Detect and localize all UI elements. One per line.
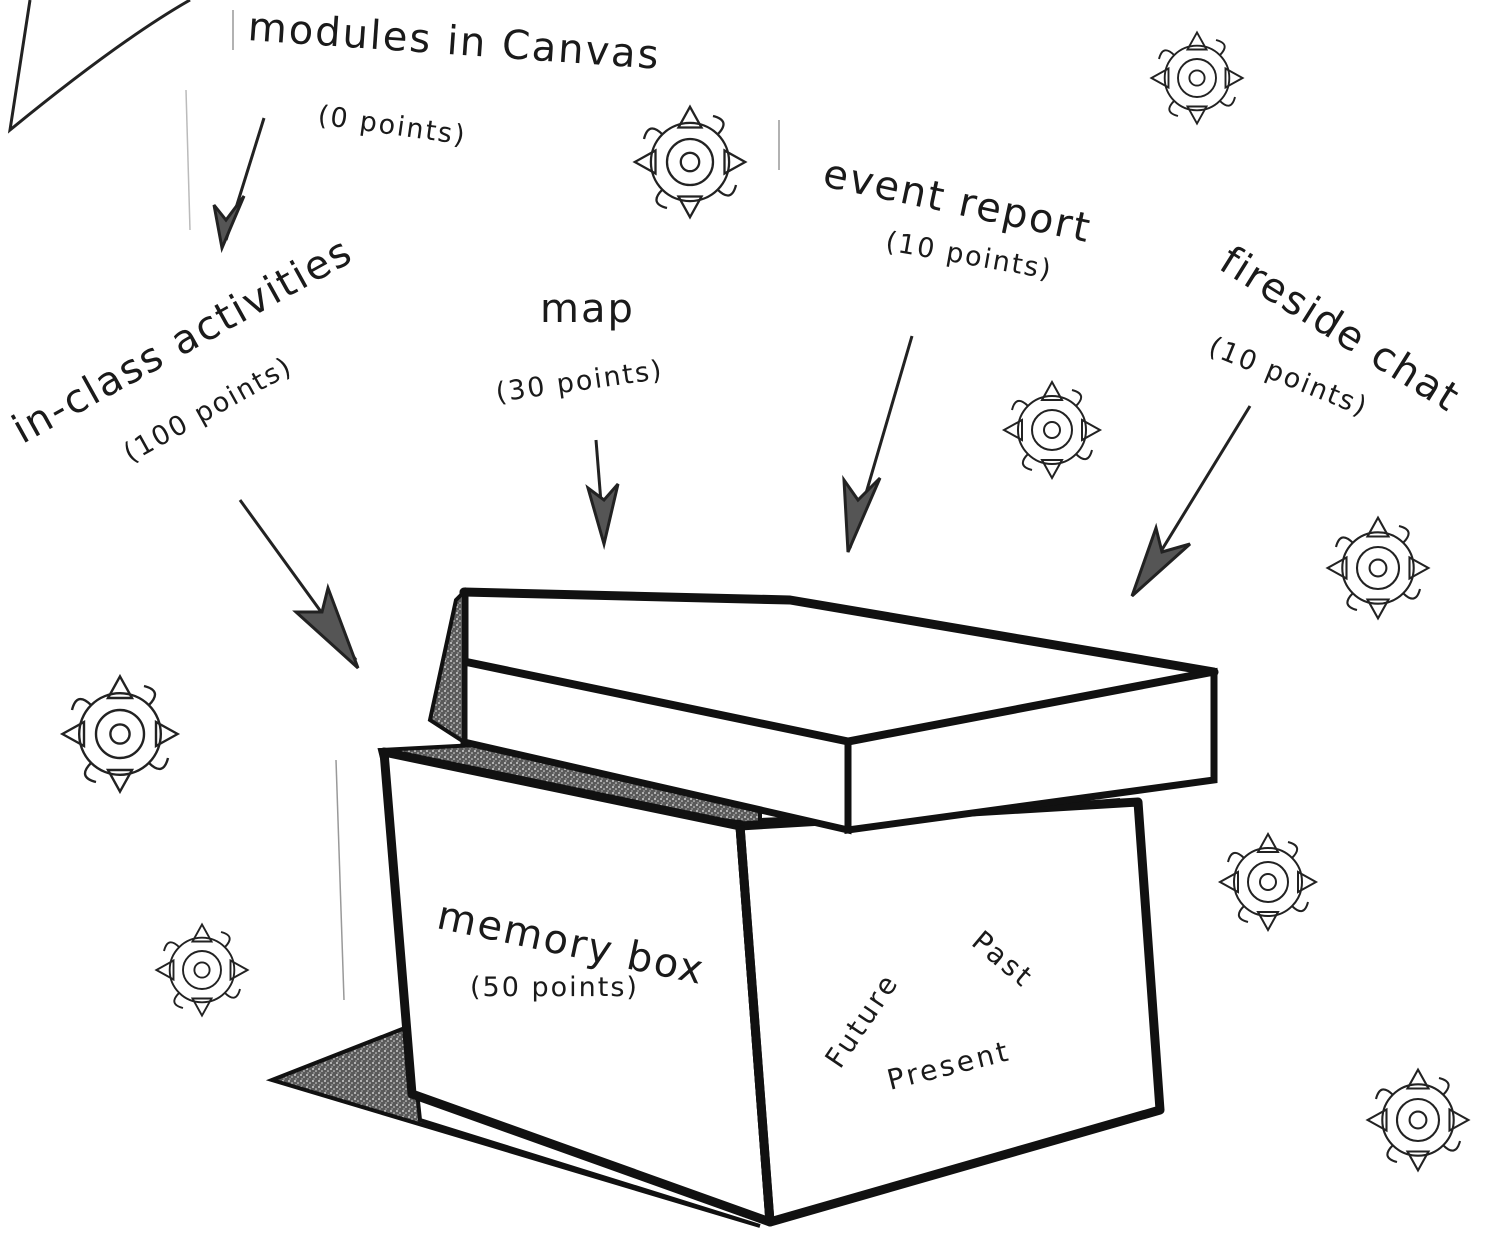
arrow-modules-to-inclass (214, 118, 264, 248)
mandala-icon (1368, 1070, 1469, 1171)
mandala-icon (156, 924, 247, 1015)
memory-points: (50 points) (470, 972, 639, 1003)
mandala-icon (635, 107, 745, 217)
mandala-icon (1220, 834, 1316, 930)
map-title: map (540, 286, 635, 332)
memory-box (272, 592, 1214, 1226)
corner-stroke (10, 0, 190, 130)
arrow-inclass-to-box (240, 500, 358, 668)
mandala-icon (1151, 32, 1242, 123)
arrow-fireside-to-box (1132, 406, 1250, 596)
arrow-map-to-box (588, 440, 618, 544)
mandala-icon (1328, 518, 1429, 619)
arrow-event-to-box (844, 336, 912, 552)
mandala-icon (62, 676, 177, 791)
mandala-icon (1004, 382, 1100, 478)
